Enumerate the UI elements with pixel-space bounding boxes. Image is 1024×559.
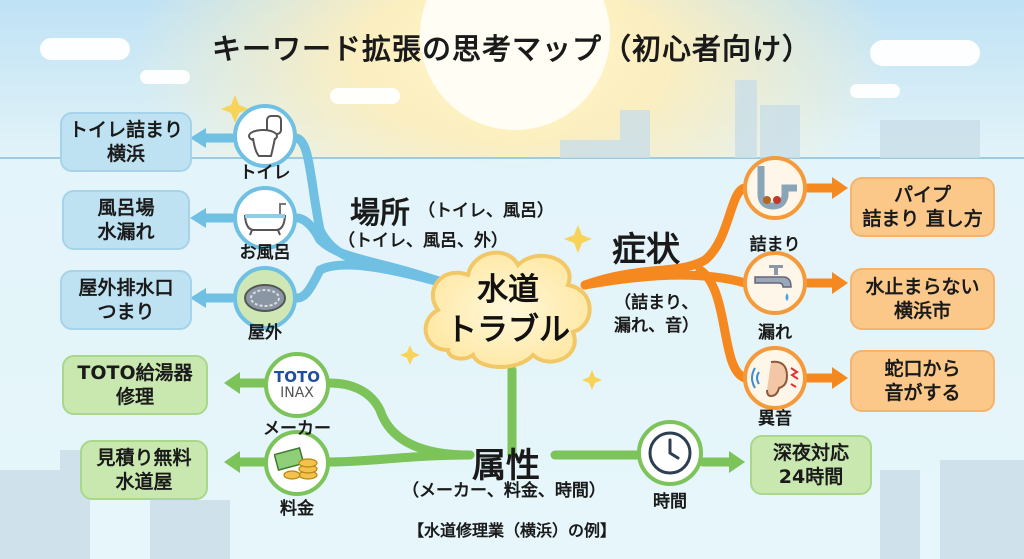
keyword-time[interactable]: 深夜対応 24時間 xyxy=(750,435,872,495)
clogged-pipe-icon xyxy=(743,156,807,220)
location-heading-sub: （トイレ、風呂） xyxy=(418,201,554,221)
branch-line-noise xyxy=(695,265,750,383)
keyword-outdoor[interactable]: 屋外排水口 つまり xyxy=(60,270,192,330)
label-clog: 詰まり xyxy=(749,235,801,255)
label-noise: 異音 xyxy=(758,409,792,429)
skyline xyxy=(880,120,980,158)
money-coins-icon xyxy=(264,430,330,496)
center-cloud-shape xyxy=(423,250,592,369)
ear-noise-icon xyxy=(743,346,807,410)
cloud-decoration xyxy=(140,70,190,84)
keyword-price[interactable]: 見積り無料 水道屋 xyxy=(80,440,208,500)
branch-line-maker xyxy=(325,378,475,460)
drain-cover-icon xyxy=(233,266,297,330)
label-bath: お風呂 xyxy=(239,243,291,263)
skyline xyxy=(0,470,60,559)
label-toilet: トイレ xyxy=(239,163,291,183)
keyword-bath[interactable]: 風呂場 水漏れ xyxy=(62,190,190,250)
bathtub-icon xyxy=(233,186,297,250)
faucet-drip-icon xyxy=(743,251,807,315)
maker-logo-inax: INAX xyxy=(280,385,314,401)
skyline xyxy=(620,110,650,158)
attribute-sub: （メーカー、料金、時間） xyxy=(402,481,606,501)
cloud-decoration xyxy=(40,38,130,60)
label-price: 料金 xyxy=(280,499,314,519)
skyline xyxy=(880,470,920,559)
maker-logo-icon: TOTO INAX xyxy=(264,352,330,418)
skyline xyxy=(150,500,230,559)
horizon-line xyxy=(0,157,1024,159)
symptom-heading: 症状 xyxy=(612,230,680,270)
keyword-toilet[interactable]: トイレ詰まり 横浜 xyxy=(60,112,192,172)
keyword-noise[interactable]: 蛇口から 音がする xyxy=(850,350,995,412)
label-maker: メーカー xyxy=(263,419,331,439)
skyline xyxy=(940,460,1024,559)
toilet-icon xyxy=(233,104,297,168)
maker-logo-toto: TOTO xyxy=(274,368,320,386)
cloud-decoration xyxy=(850,84,900,98)
clock-icon xyxy=(637,420,703,486)
page-title: キーワード拡張の思考マップ（初心者向け） xyxy=(211,32,812,66)
cloud-decoration xyxy=(870,40,980,66)
location-sub: （トイレ、風呂、外） xyxy=(338,231,508,251)
skyline xyxy=(560,140,620,158)
footer-caption: 【水道修理業（横浜）の例】 xyxy=(407,521,616,540)
label-time: 時間 xyxy=(653,492,687,512)
location-heading: 場所 xyxy=(350,196,410,231)
sparkle-icons xyxy=(221,95,602,390)
skyline xyxy=(735,80,757,158)
attribute-heading: 属性 xyxy=(472,446,540,486)
symptom-sub: （詰まり、 漏れ、音） xyxy=(614,293,700,336)
branch-line-leak xyxy=(580,270,750,290)
keyword-leak[interactable]: 水止まらない 横浜市 xyxy=(850,268,995,330)
keyword-clog[interactable]: パイプ 詰まり 直し方 xyxy=(850,177,995,237)
skyline xyxy=(760,105,800,158)
label-leak: 漏れ xyxy=(758,323,792,343)
center-topic: 水道 トラブル xyxy=(446,272,570,348)
keyword-maker[interactable]: TOTO給湯器 修理 xyxy=(62,355,208,415)
label-outdoor: 屋外 xyxy=(248,323,282,343)
cloud-decoration xyxy=(330,88,400,104)
branch-line-outdoor xyxy=(292,260,455,303)
branch-line-price xyxy=(325,450,475,467)
